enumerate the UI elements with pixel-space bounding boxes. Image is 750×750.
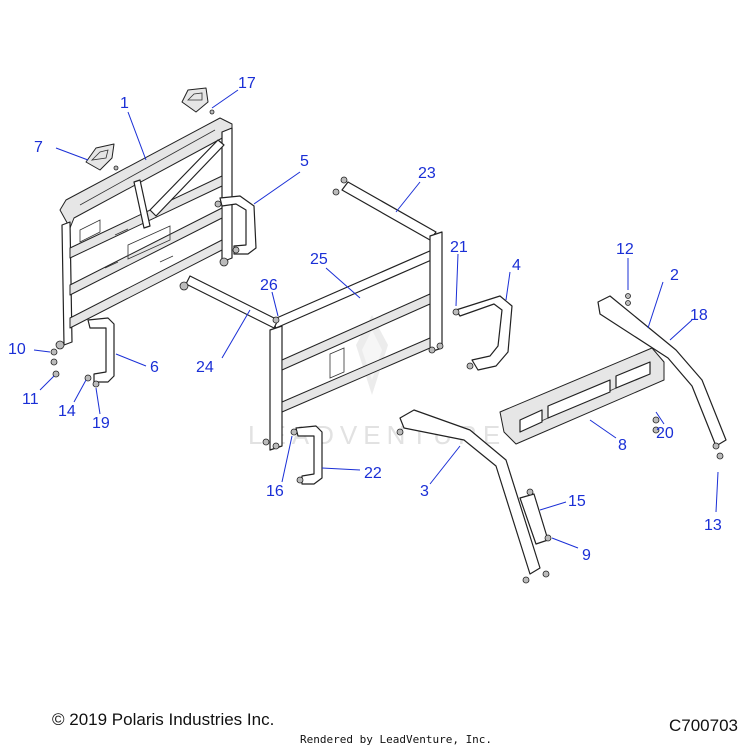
part-handle-right[interactable] (181, 87, 215, 115)
callout-17[interactable]: 17 (238, 75, 256, 92)
callout-8[interactable]: 8 (618, 437, 627, 454)
part-front-left-a-pillar[interactable] (396, 409, 550, 584)
figure-code: C700703 (668, 716, 738, 735)
callout-20[interactable]: 20 (656, 425, 674, 442)
callout-5[interactable]: 5 (300, 153, 309, 170)
callout-15[interactable]: 15 (568, 493, 586, 510)
callout-21[interactable]: 21 (450, 239, 468, 256)
callout-1[interactable]: 1 (120, 95, 129, 112)
callout-9[interactable]: 9 (582, 547, 591, 564)
part-center-cage[interactable] (179, 176, 444, 451)
part-handle-left[interactable] (85, 143, 119, 171)
part-header-panel[interactable] (499, 347, 665, 445)
part-side-grab-bar-upper[interactable] (214, 195, 257, 255)
callout-12[interactable]: 12 (616, 241, 634, 258)
callout-22[interactable]: 22 (364, 465, 382, 482)
callout-16[interactable]: 16 (266, 483, 284, 500)
callout-14[interactable]: 14 (58, 403, 76, 420)
callout-3[interactable]: 3 (420, 483, 429, 500)
part-left-lower-bracket[interactable] (50, 317, 115, 388)
callout-24[interactable]: 24 (196, 359, 214, 376)
callout-25[interactable]: 25 (310, 251, 328, 268)
callouts: 1 2 3 4 5 6 7 8 9 10 11 12 13 14 15 16 1… (8, 75, 722, 564)
callout-10[interactable]: 10 (8, 341, 26, 358)
callout-13[interactable]: 13 (704, 517, 722, 534)
part-side-grab-bar-right[interactable] (452, 295, 513, 371)
part-front-right-roll-bar[interactable] (597, 293, 727, 460)
part-a-pillar-brace[interactable] (519, 488, 552, 545)
callout-6[interactable]: 6 (150, 359, 159, 376)
copyright-notice: © 2019 Polaris Industries Inc. (52, 710, 275, 729)
callout-2[interactable]: 2 (670, 267, 679, 284)
callout-11[interactable]: 11 (22, 391, 39, 408)
callout-26[interactable]: 26 (260, 277, 278, 294)
rendered-by-notice: Rendered by LeadVenture, Inc. (300, 733, 493, 746)
part-lower-center-grab-bar[interactable] (290, 425, 323, 485)
callout-18[interactable]: 18 (690, 307, 708, 324)
callout-19[interactable]: 19 (92, 415, 110, 432)
part-rear-cab-frame[interactable] (55, 117, 233, 350)
callout-4[interactable]: 4 (512, 257, 521, 274)
callout-7[interactable]: 7 (34, 139, 43, 156)
leader-lines (33, 89, 719, 549)
callout-23[interactable]: 23 (418, 165, 436, 182)
